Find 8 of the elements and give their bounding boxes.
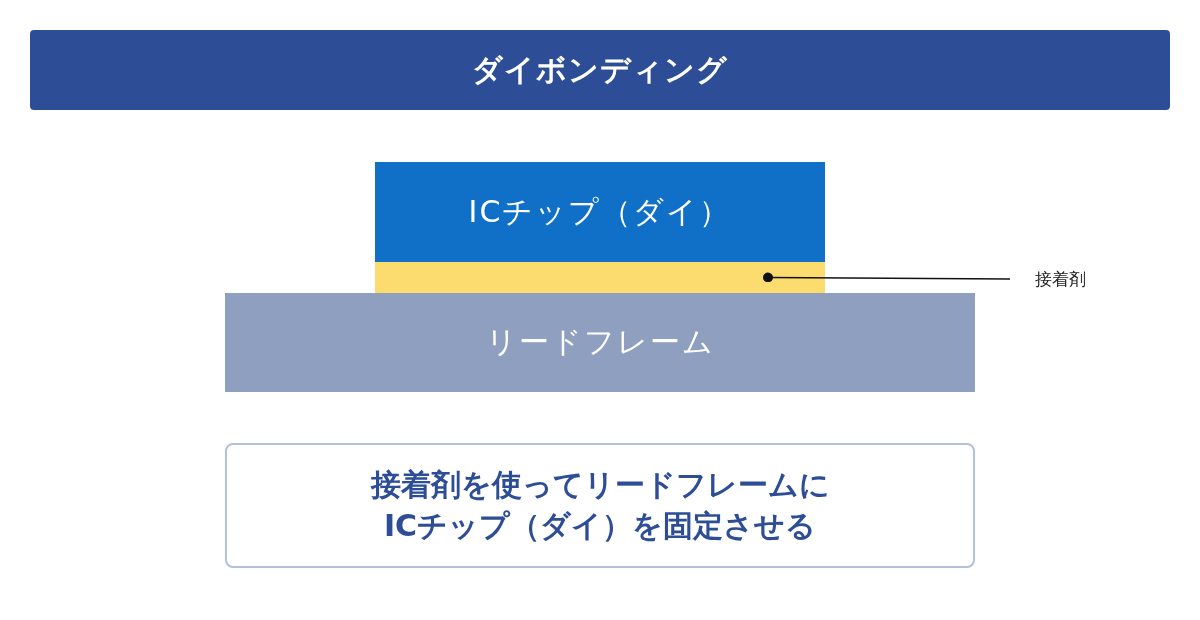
title-banner: ダイボンディング bbox=[30, 30, 1170, 110]
note-text: 接着剤を使ってリードフレームにICチップ（ダイ）を固定させる bbox=[370, 466, 830, 545]
lead-frame-block: リードフレーム bbox=[225, 293, 975, 392]
leader-line bbox=[763, 272, 1011, 283]
note-box bbox=[225, 443, 975, 568]
adhesive-label: 接着剤 bbox=[1015, 264, 1105, 294]
adhesive-layer bbox=[375, 262, 825, 293]
chip-block: ICチップ（ダイ） bbox=[375, 162, 825, 262]
